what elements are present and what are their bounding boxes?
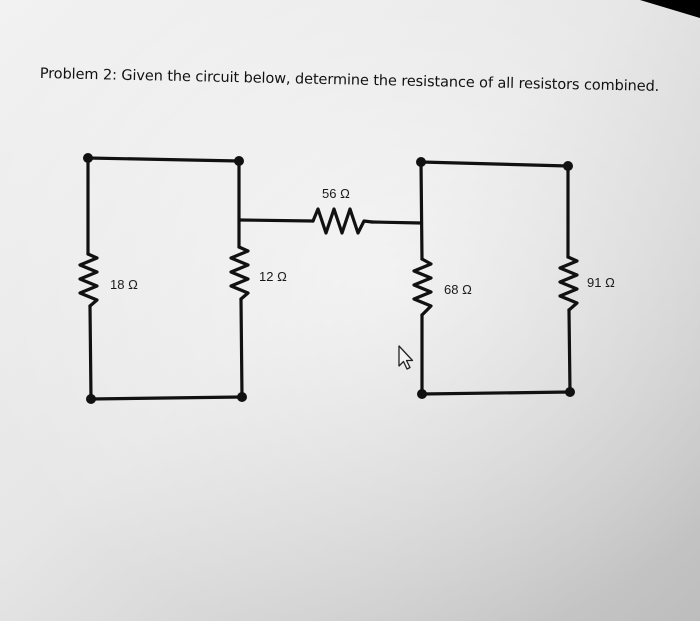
wire-right-inner-top [419,160,424,261]
resistor-68-symbol [412,257,433,317]
node-left-bottom-left [86,394,96,404]
node-left-top-right [234,156,244,166]
node-right-top-left [416,157,426,167]
resistor-68-label: 68 Ω [444,282,472,297]
resistor-18-symbol [78,252,99,308]
resistor-56-symbol [311,207,374,235]
node-right-bottom-left [417,389,427,399]
node-left-bottom-right [237,392,247,402]
node-right-bottom-right [565,387,575,397]
wire-bridge-right [370,220,423,225]
wire-left-outer-bottom [88,304,93,401]
junction-dots [83,153,575,404]
resistor-56-label: 56 Ω [322,186,350,201]
node-left-top-left [83,153,93,163]
node-right-top-right [563,161,573,171]
wire-left-inner-bottom [239,297,244,399]
circuit-wires [86,156,572,401]
resistor-18-label: 18 Ω [110,277,138,292]
mouse-pointer-icon [398,345,414,370]
resistor-12-label: 12 Ω [259,269,287,284]
resistor-91-symbol [558,255,579,312]
wire-right-outer-bottom [567,308,572,394]
wire-left-bottom [89,395,244,401]
wire-left-top [86,156,241,163]
resistor-12-symbol [229,245,250,301]
wire-right-bottom [420,390,572,396]
resistor-91-label: 91 Ω [587,275,615,290]
resistor-labels: 56 Ω 18 Ω 12 Ω 68 Ω 91 Ω [110,186,615,297]
wire-bridge-left [238,218,315,223]
wire-right-top [419,160,570,168]
resistor-symbols [78,207,579,317]
